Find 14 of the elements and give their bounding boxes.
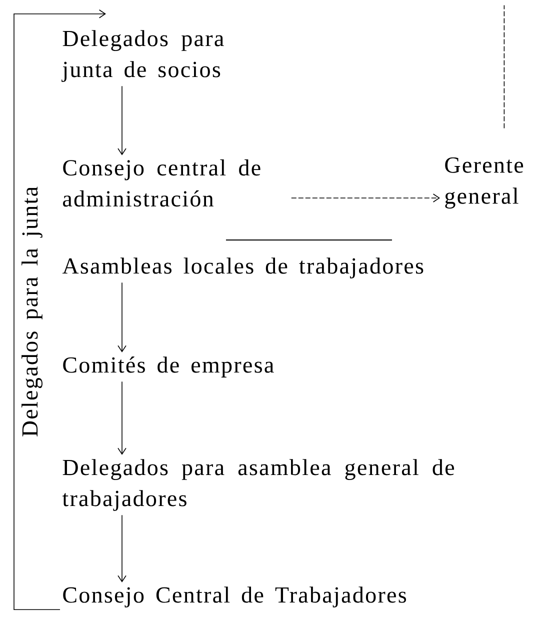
node-text: Comités de empresa	[63, 356, 274, 378]
arrow	[291, 194, 440, 202]
node-text: Consejo Central de Trabajadores	[63, 586, 406, 608]
arrow	[118, 381, 126, 455]
node-text: Consejo central de administración	[63, 159, 260, 207]
node-text: Gerente general	[445, 157, 524, 209]
arrow	[118, 86, 126, 156]
arrow	[118, 514, 126, 582]
edge-label: Delegados para la junta	[22, 186, 42, 436]
node-text: Delegados para asamblea general de trabajadores	[62, 459, 454, 511]
node-text: Asambleas locales de trabajadores	[62, 258, 424, 278]
node-text: Delegados para junta de socios	[62, 30, 224, 82]
arrow	[118, 282, 126, 352]
arrow	[14, 9, 106, 610]
